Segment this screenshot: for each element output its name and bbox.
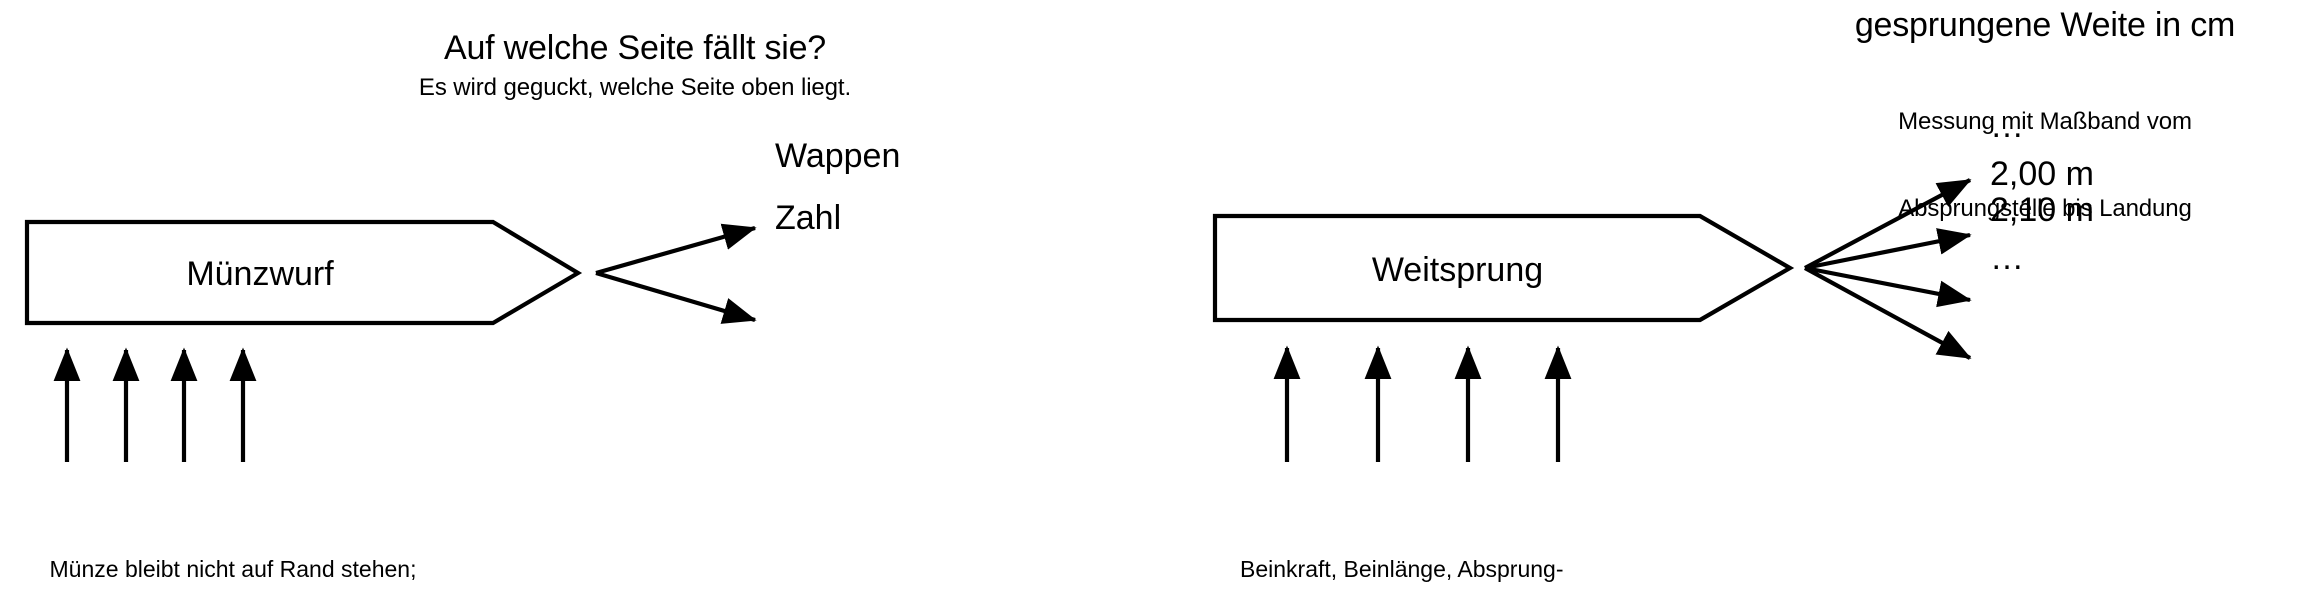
outcome-connector-zahl xyxy=(595,270,757,324)
weitsprung-question-note-line-2: Absprungstelle bis Landung xyxy=(1898,195,2192,223)
muenzwurf-question-note: Es wird geguckt, welche Seite oben liegt… xyxy=(418,74,852,101)
outcome-connector-2 xyxy=(1804,228,1972,271)
muenzwurf-outcome-label-wappen: Wappen xyxy=(775,137,901,175)
weitsprung-outcome-label-2: 2,00 m xyxy=(1990,155,2094,193)
weitsprung-influence-note-line-1: Beinkraft, Beinlänge, Absprung- xyxy=(1240,556,1564,582)
weitsprung-question-heading: gesprungene Weite in cm xyxy=(1854,6,2236,44)
outcome-connector-4 xyxy=(1803,266,1972,360)
weitsprung-outcome-label-4: … xyxy=(1990,239,2024,277)
muenzwurf-process-label: Münzwurf xyxy=(186,255,334,293)
weitsprung-outcome-label-3: 2,10 m xyxy=(1990,191,2094,229)
outcome-connector-1 xyxy=(1804,178,1972,270)
muenzwurf-influence-note: Münze bleibt nicht auf Rand stehen; beid… xyxy=(0,483,466,598)
process-arrow-shape-weitsprung xyxy=(1212,213,1795,323)
weitsprung-outcome-label-1: … xyxy=(1990,107,2024,145)
muenzwurf-diagram-group xyxy=(24,219,757,462)
muenzwurf-influence-note-line-1: Münze bleibt nicht auf Rand stehen; xyxy=(49,556,417,582)
outcome-connector-3 xyxy=(1804,265,1972,308)
weitsprung-question-note-line-1: Messung mit Maßband vom xyxy=(1898,107,2192,135)
weitsprung-diagram-group xyxy=(1212,178,1972,462)
muenzwurf-question-heading: Auf welche Seite fällt sie? xyxy=(443,29,827,67)
outcome-connector-wappen xyxy=(595,223,757,276)
weitsprung-question-note: Messung mit Maßband vom Absprungstelle b… xyxy=(1790,48,2300,282)
process-arrow-shape-muenzwurf xyxy=(24,219,583,326)
weitsprung-process-label: Weitsprung xyxy=(1371,251,1544,289)
weitsprung-influence-note: Beinkraft, Beinlänge, Absprung- stelle, … xyxy=(1240,483,1760,598)
muenzwurf-outcome-label-zahl: Zahl xyxy=(775,199,842,237)
